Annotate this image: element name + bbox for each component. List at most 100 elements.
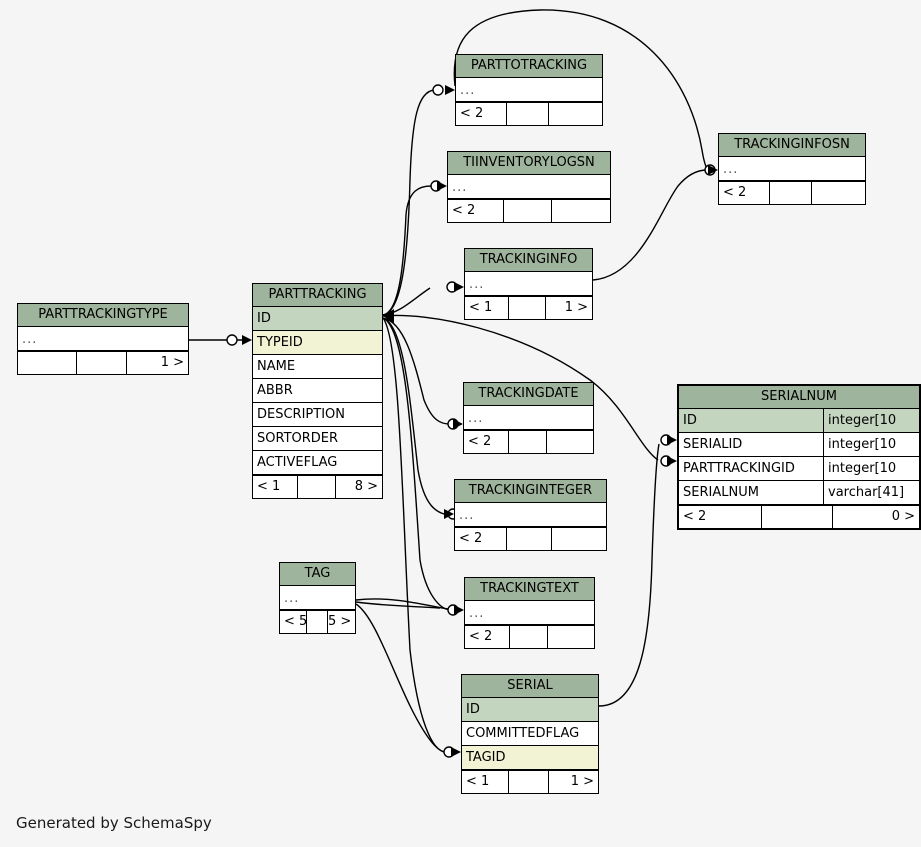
column-name: SORTORDER xyxy=(257,431,339,446)
column-row[interactable]: SERIALNUM varchar[41] xyxy=(679,481,919,505)
column-name: SERIALID xyxy=(683,437,743,452)
column-row[interactable]: ID xyxy=(462,698,598,722)
table-title-trackingtext: TRACKINGTEXT xyxy=(465,578,594,601)
table-footer-trackinginfosn: < 2 xyxy=(719,181,865,204)
footer-right: 5 > xyxy=(328,614,352,629)
table-footer-serial: < 1 1 > xyxy=(462,770,598,793)
column-name: ... xyxy=(460,83,476,98)
column-row[interactable]: ... xyxy=(719,157,865,181)
footer-mid xyxy=(768,182,813,204)
table-parttrackingtype[interactable]: PARTTRACKINGTYPE... 1 > xyxy=(17,303,189,375)
column-name: ABBR xyxy=(257,383,293,398)
column-name: ... xyxy=(459,508,475,523)
column-row[interactable]: DESCRIPTION xyxy=(253,403,382,427)
footer-left: < 2 xyxy=(468,434,492,449)
column-name: TAGID xyxy=(466,750,506,765)
footer-right xyxy=(547,431,593,453)
footer-left: < 1 xyxy=(466,774,490,789)
table-parttracking[interactable]: PARTTRACKING ID TYPEID NAME ABBR DESCRIPTION S… xyxy=(252,283,383,499)
column-name: ID xyxy=(466,702,480,717)
footer-right xyxy=(549,103,602,125)
footer-mid xyxy=(760,506,833,528)
footer-mid xyxy=(508,771,550,793)
column-type: varchar[41] xyxy=(823,481,919,504)
table-title-trackinginfosn: TRACKINGINFOSN xyxy=(719,134,865,157)
column-name: ... xyxy=(284,591,300,606)
column-row[interactable]: ... xyxy=(465,601,594,625)
table-trackinginteger[interactable]: TRACKINGINTEGER...< 2 xyxy=(454,479,607,551)
column-row[interactable]: ... xyxy=(456,78,602,102)
column-name: SERIALNUM xyxy=(683,485,759,500)
footer-mid xyxy=(305,611,328,633)
column-row[interactable]: ... xyxy=(18,327,188,351)
table-trackinginfosn[interactable]: TRACKINGINFOSN... < 2 xyxy=(718,133,866,205)
column-row[interactable]: COMMITTEDFLAG xyxy=(462,722,598,746)
table-title-serial: SERIAL xyxy=(462,675,598,698)
column-name: ... xyxy=(723,162,739,177)
table-trackingtext[interactable]: TRACKINGTEXT... < 2 xyxy=(464,577,595,649)
column-name: TYPEID xyxy=(257,335,303,350)
column-row[interactable]: ABBR xyxy=(253,379,382,403)
column-name: ID xyxy=(257,311,271,326)
column-row[interactable]: SERIALID integer[10 xyxy=(679,433,919,457)
footer-left: < 1 xyxy=(257,479,281,494)
footer-left: < 2 xyxy=(683,509,707,524)
table-footer-trackingdate: < 2 xyxy=(464,430,593,453)
column-row[interactable]: SORTORDER xyxy=(253,427,382,451)
table-title-tiinventorylogsn: TIINVENTORYLOGSN xyxy=(448,152,610,175)
table-title-parttrackingtype: PARTTRACKINGTYPE xyxy=(18,304,188,327)
footer-left: < 5 xyxy=(284,614,306,629)
table-footer-parttotracking: < 2 xyxy=(456,102,602,125)
table-footer-parttracking: < 1 8 > xyxy=(253,475,382,498)
table-parttotracking[interactable]: PARTTOTRACKING... < 2 xyxy=(455,54,603,126)
column-name: NAME xyxy=(257,359,296,374)
table-footer-tiinventorylogsn: < 2 xyxy=(448,199,610,222)
column-type: integer[10 xyxy=(823,457,919,480)
column-row[interactable]: NAME xyxy=(253,355,382,379)
table-serial[interactable]: SERIAL ID COMMITTEDFLAG TAGID < 1 1 > xyxy=(461,674,599,794)
footer-right: 0 > xyxy=(891,509,915,524)
table-title-parttotracking: PARTTOTRACKING xyxy=(456,55,602,78)
table-title-parttracking: PARTTRACKING xyxy=(253,284,382,307)
column-row[interactable]: TAGID xyxy=(462,746,598,770)
table-trackingdate[interactable]: TRACKINGDATE... < 2 xyxy=(463,382,594,454)
table-title-tag: TAG xyxy=(280,563,355,586)
table-title-trackinginfo: TRACKINGINFO xyxy=(465,249,592,272)
column-row[interactable]: ... xyxy=(448,175,610,199)
column-row[interactable]: TYPEID xyxy=(253,331,382,355)
footer-right: 8 > xyxy=(354,479,378,494)
footer-left: < 2 xyxy=(452,203,476,218)
column-name: ACTIVEFLAG xyxy=(257,455,338,470)
column-type: integer[10 xyxy=(823,433,919,456)
column-row[interactable]: ACTIVEFLAG xyxy=(253,451,382,475)
column-row[interactable]: ID xyxy=(253,307,382,331)
footer-left: < 1 xyxy=(469,300,493,315)
table-footer-tag: < 5 5 > xyxy=(280,610,355,633)
footer-mid xyxy=(505,103,550,125)
column-name: ... xyxy=(469,277,485,292)
footer-left: < 2 xyxy=(469,629,493,644)
table-tiinventorylogsn[interactable]: TIINVENTORYLOGSN... < 2 xyxy=(447,151,611,223)
column-row[interactable]: ... xyxy=(464,406,593,430)
column-row[interactable]: ... xyxy=(455,503,606,527)
column-name: ID xyxy=(683,413,697,428)
column-row[interactable]: ... xyxy=(280,586,355,610)
footer-mid xyxy=(508,297,547,319)
table-tag[interactable]: TAG... < 5 5 > xyxy=(279,562,356,634)
footer-mid xyxy=(507,431,547,453)
footer-right: 1 > xyxy=(570,774,594,789)
column-row[interactable]: PARTTRACKINGID integer[10 xyxy=(679,457,919,481)
table-footer-parttrackingtype: 1 > xyxy=(18,351,188,374)
footer-right: 1 > xyxy=(160,355,184,370)
column-row[interactable]: ... xyxy=(465,272,592,296)
column-name: PARTTRACKINGID xyxy=(683,461,795,476)
table-title-trackingdate: TRACKINGDATE xyxy=(464,383,593,406)
table-footer-trackinginteger: < 2 xyxy=(455,527,606,550)
footer-right xyxy=(812,182,865,204)
table-title-serialnum: SERIALNUM xyxy=(679,386,919,409)
